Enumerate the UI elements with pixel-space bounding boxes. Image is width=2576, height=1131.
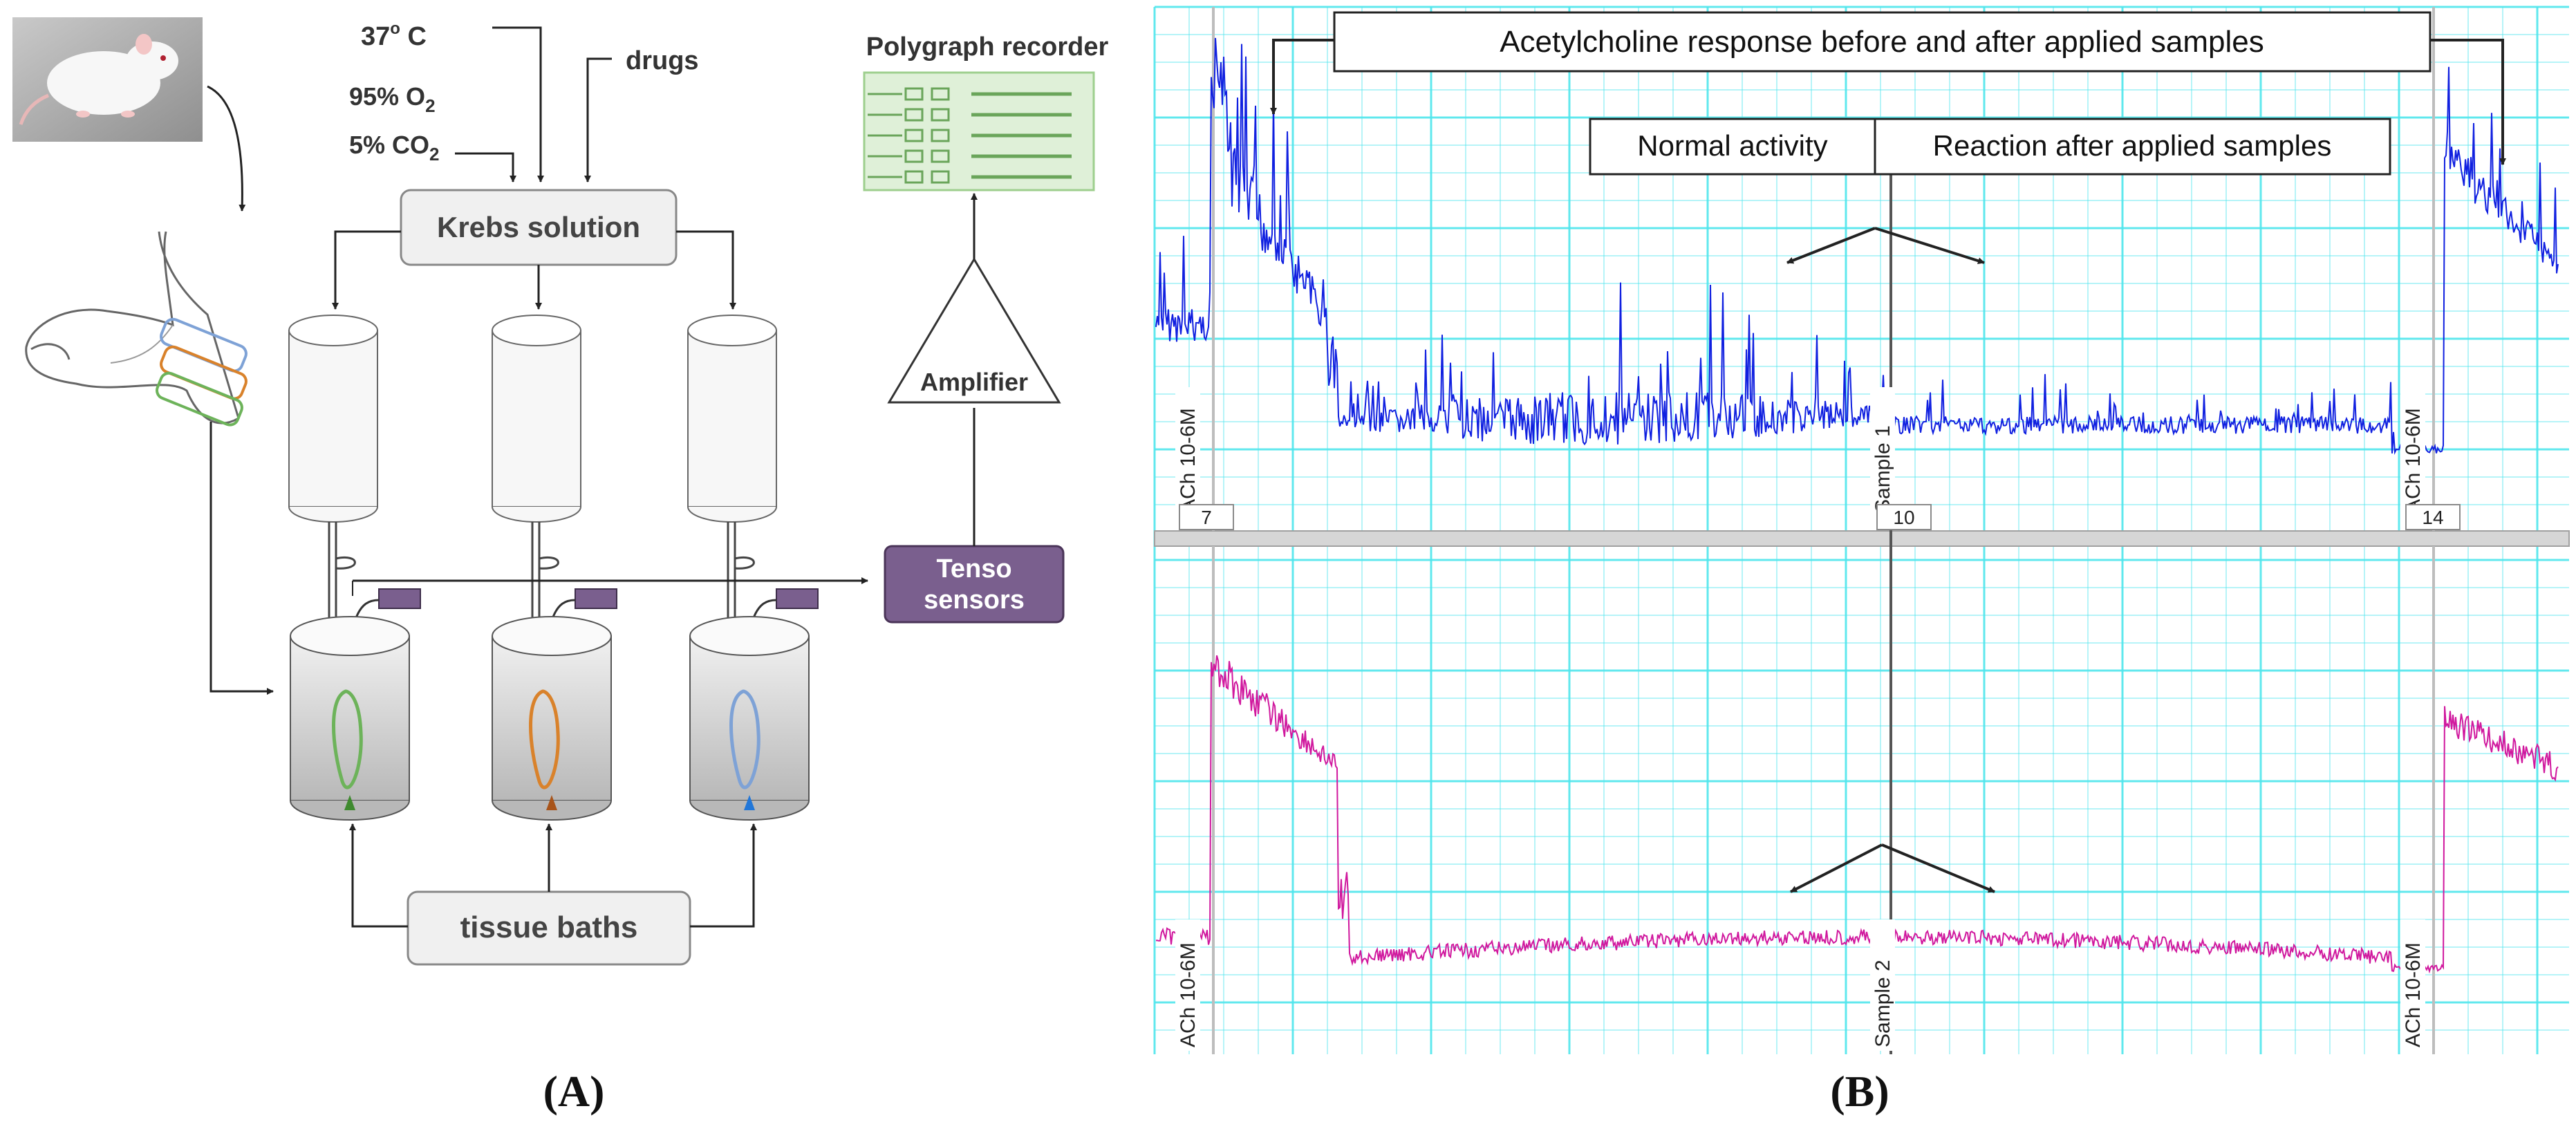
- tick-box-10: 10: [1876, 504, 1932, 530]
- marker-ach-top-left: ACh 10-6M: [1175, 387, 1200, 515]
- tissue-baths-box: tissue baths: [407, 890, 691, 966]
- svg-text:ACh 10-6M: ACh 10-6M: [1177, 942, 1200, 1047]
- tenso-sensors-box: Tenso sensors: [884, 545, 1065, 624]
- krebs-solution-box: Krebs solution: [400, 189, 678, 266]
- marker-ach-bottom-right: ACh 10-6M: [2400, 919, 2425, 1051]
- svg-text:10: 10: [1893, 507, 1914, 528]
- rat-photo: [12, 17, 203, 142]
- polygraph-label: Polygraph recorder: [866, 32, 1109, 62]
- reservoir-2: [492, 315, 581, 523]
- marker-ach-top-right: ACh 10-6M: [2400, 387, 2425, 515]
- panel-b: ACh 10-6M Sample 1 ACh 10-6M ACh 10-6M S…: [1153, 6, 2570, 1116]
- tubes: [328, 522, 755, 629]
- panel-a: 37o C 95% O2 5% CO2 drugs Krebs solution: [12, 17, 1108, 1116]
- svg-text:Acetylcholine response before: Acetylcholine response before and after …: [1500, 25, 2264, 59]
- svg-text:Tenso: Tenso: [936, 554, 1011, 583]
- normal-activity-box: Normal activity: [1589, 118, 1876, 176]
- svg-text:Amplifier: Amplifier: [920, 368, 1028, 396]
- marker-sample-2: Sample 2: [1870, 919, 1895, 1051]
- channel-divider: [1154, 530, 2570, 547]
- marker-ach-bottom-left: ACh 10-6M: [1175, 919, 1200, 1051]
- tick-box-7: 7: [1179, 504, 1234, 530]
- marker-sample-1: Sample 1: [1870, 387, 1895, 515]
- trace-bottom-magenta: [1155, 655, 2559, 974]
- tissue-bath-3: [689, 616, 810, 821]
- svg-text:ACh 10-6M: ACh 10-6M: [2402, 942, 2425, 1047]
- amplifier-triangle: Amplifier: [887, 257, 1061, 404]
- svg-text:ACh 10-6M: ACh 10-6M: [1177, 408, 1200, 513]
- panel-b-caption: (B): [1830, 1067, 1889, 1116]
- tissue-bath-2: [492, 616, 612, 821]
- tissue-bath-1: [290, 616, 410, 821]
- drugs-label: drugs: [626, 46, 699, 75]
- co2-label: 5% CO2: [349, 131, 440, 165]
- panel-a-caption: (A): [543, 1067, 605, 1116]
- svg-text:tissue baths: tissue baths: [460, 910, 638, 944]
- svg-text:ACh 10-6M: ACh 10-6M: [2402, 408, 2425, 513]
- polygraph-recorder-icon: [863, 71, 1095, 191]
- svg-text:Sample 1: Sample 1: [1872, 425, 1894, 513]
- svg-text:Krebs solution: Krebs solution: [437, 211, 640, 243]
- svg-text:14: 14: [2422, 507, 2443, 528]
- temperature-label: 37o C: [361, 19, 427, 51]
- reaction-box: Reaction after applied samples: [1874, 118, 2391, 176]
- ring-green: [156, 371, 243, 427]
- o2-label: 95% O2: [349, 82, 436, 116]
- svg-text:Reaction after applied samples: Reaction after applied samples: [1933, 129, 2332, 162]
- svg-text:Normal activity: Normal activity: [1637, 129, 1827, 162]
- reservoir-3: [687, 315, 777, 523]
- reservoir-1: [288, 315, 378, 523]
- tick-box-14: 14: [2405, 504, 2461, 530]
- svg-text:sensors: sensors: [924, 586, 1025, 615]
- svg-text:Sample 2: Sample 2: [1872, 960, 1894, 1047]
- svg-text:7: 7: [1201, 507, 1212, 528]
- trace-top-blue: [1155, 37, 2559, 456]
- acetylcholine-title-box: Acetylcholine response before and after …: [1333, 11, 2432, 73]
- sensor-block-1: [344, 581, 421, 692]
- stomach-drawing: [25, 231, 248, 427]
